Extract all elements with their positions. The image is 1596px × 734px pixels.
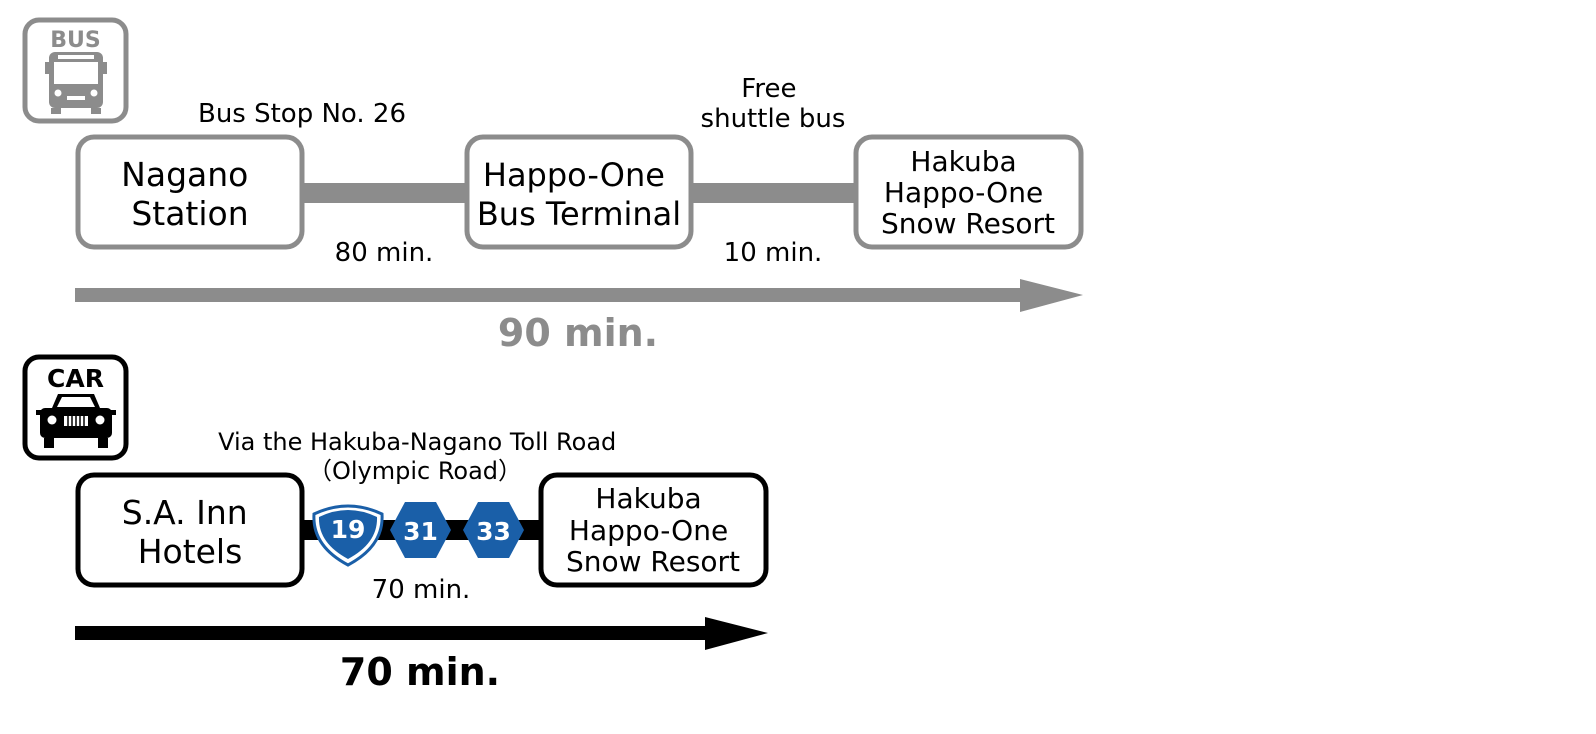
svg-text:Happo-One Bus Terminal: Happo-One Bus Terminal — [477, 156, 681, 233]
bus-node-2-line-2: Bus Terminal — [477, 195, 681, 233]
bus-node-3-line-1: Hakuba — [910, 145, 1016, 178]
bus-connector-1 — [302, 183, 468, 203]
route-31-sign: 31 — [390, 502, 451, 558]
car-node-2-line-3: Snow Resort — [566, 545, 740, 578]
route-33-number: 33 — [476, 517, 511, 546]
bus-connector-2 — [691, 183, 857, 203]
bus-segment-1-duration: 80 min. — [335, 238, 434, 268]
via-note-line-1: Via the Hakuba-Nagano Toll Road — [218, 428, 616, 456]
car-icon: CAR — [22, 354, 129, 461]
bus-section: BUS Nagano Station — [22, 17, 1084, 355]
car-section: CAR 19 31 — [22, 354, 769, 694]
bus-node-3-line-3: Snow Resort — [881, 207, 1055, 240]
shuttle-note-line-2: shuttle bus — [701, 104, 846, 134]
svg-text:S.A. Inn Hotels: S.A. Inn Hotels — [122, 493, 258, 571]
via-note-line-2: （Olympic Road） — [308, 457, 522, 485]
route-33-sign: 33 — [463, 502, 524, 558]
bus-segment-2-duration: 10 min. — [724, 238, 823, 268]
bus-icon: BUS — [22, 17, 129, 124]
car-segment-duration: 70 min. — [372, 575, 471, 605]
car-total-arrow — [75, 617, 768, 650]
car-node-1-line-1: S.A. Inn — [122, 493, 248, 532]
bus-total-duration: 90 min. — [498, 311, 658, 355]
car-total-duration: 70 min. — [340, 650, 500, 694]
shuttle-note: Free shuttle bus — [701, 74, 846, 134]
svg-text:Nagano Station: Nagano Station — [121, 155, 259, 233]
bus-node-nagano-station: Nagano Station — [75, 134, 305, 250]
bus-icon-label: BUS — [50, 28, 100, 53]
car-node-2-line-2: Happo-One — [569, 514, 728, 547]
shuttle-note-line-1: Free — [741, 74, 796, 104]
bus-node-bus-terminal: Happo-One Bus Terminal — [464, 134, 694, 250]
route-31-number: 31 — [403, 517, 438, 546]
bus-node-snow-resort: Hakuba Happo-One Snow Resort — [853, 134, 1084, 250]
bus-total-arrow — [75, 279, 1083, 312]
car-icon-label: CAR — [47, 364, 104, 393]
svg-text:Hakuba Happo-One: Hakuba Happo-One Snow Resort — [566, 482, 740, 578]
bus-node-2-line-1: Happo-One — [483, 156, 665, 194]
route-19-sign: 19 — [312, 504, 384, 567]
car-node-2-line-1: Hakuba — [595, 482, 701, 515]
route-19-number: 19 — [331, 515, 366, 544]
bus-node-3-line-2: Happo-One — [884, 176, 1043, 209]
bus-stop-note: Bus Stop No. 26 — [198, 99, 406, 129]
svg-text:Hakuba Happo-One: Hakuba Happo-One Snow Resort — [881, 145, 1055, 240]
car-node-sa-inn-hotels: S.A. Inn Hotels — [75, 472, 305, 588]
bus-node-1-line-2: Station — [131, 194, 248, 233]
bus-node-1-line-1: Nagano — [121, 155, 248, 194]
via-note: Via the Hakuba-Nagano Toll Road （Olympic… — [218, 428, 624, 485]
car-node-1-line-2: Hotels — [138, 532, 243, 571]
car-node-snow-resort: Hakuba Happo-One Snow Resort — [538, 472, 769, 588]
